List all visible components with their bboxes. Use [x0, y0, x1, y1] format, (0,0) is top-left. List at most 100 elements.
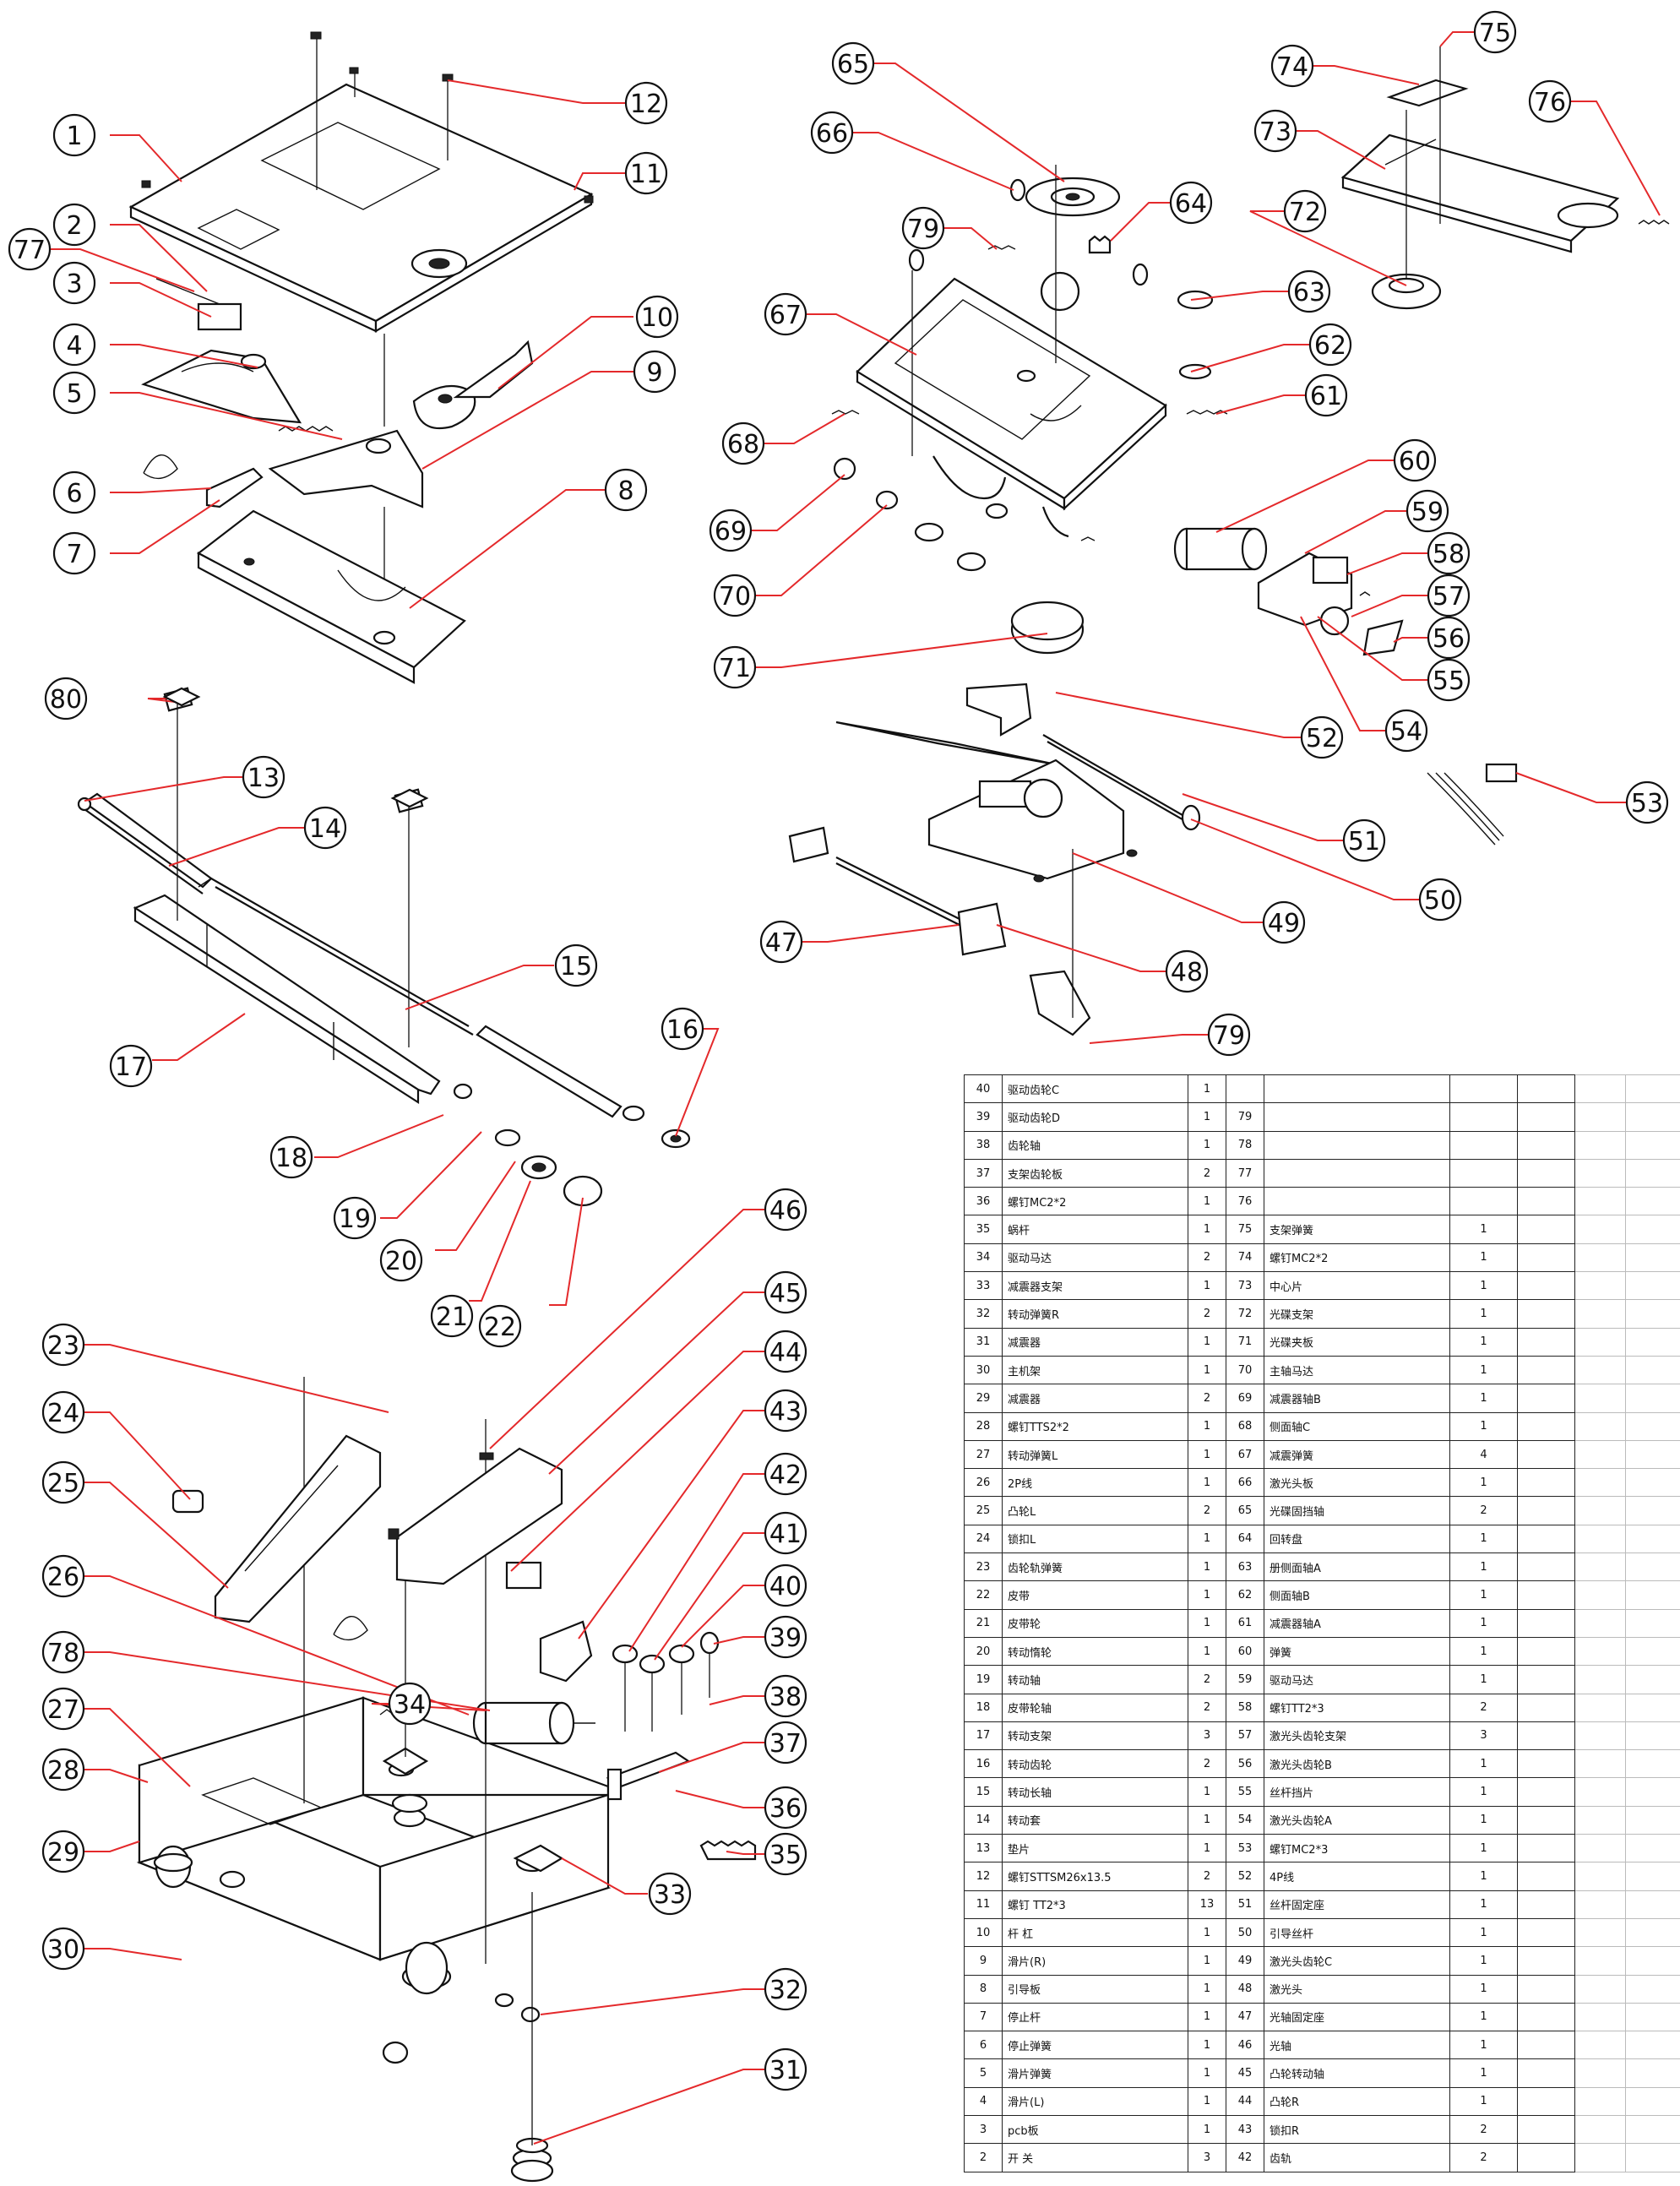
- bom-cell-part-name: 杆 杠: [1002, 1917, 1188, 1948]
- callout-27: 27: [41, 1687, 85, 1731]
- svg-text:17: 17: [115, 1052, 147, 1082]
- bom-cell-qty-2: 1: [1449, 1749, 1518, 1779]
- bom-cell-qty-2: [1449, 1187, 1518, 1216]
- optical-pickup-assembly: [788, 682, 1518, 1036]
- callout-38: 38: [764, 1674, 807, 1718]
- bom-cell-note: [1517, 1102, 1575, 1132]
- svg-text:23: 23: [47, 1331, 79, 1361]
- bom-cell-qty-2: 2: [1449, 1693, 1518, 1722]
- bom-cell-part-name-2: 册侧面轴A: [1264, 1552, 1450, 1582]
- bom-cell-note: [1517, 1721, 1575, 1751]
- bom-cell-item-no: 10: [964, 1917, 1003, 1948]
- callout-64: 64: [1169, 181, 1213, 225]
- bom-cell-blank: [1574, 1721, 1626, 1751]
- bom-cell-part-name: 驱动齿轮C: [1002, 1074, 1188, 1104]
- bom-cell-item-no-2: 58: [1226, 1693, 1264, 1722]
- bom-cell-item-no-2: 54: [1226, 1805, 1264, 1835]
- bom-cell-part-name: 齿轮轨弹簧: [1002, 1552, 1188, 1582]
- svg-text:3: 3: [66, 269, 82, 299]
- bom-cell-qty-2: 1: [1449, 1805, 1518, 1835]
- callouts: 1 2 3 4 5 6 7 8 9 10 11 12 13 14 15 16 1…: [8, 10, 1669, 2091]
- callout-25: 25: [41, 1460, 85, 1504]
- callout-41: 41: [764, 1511, 807, 1555]
- callout-54: 54: [1384, 709, 1428, 753]
- bom-cell-blank: [1625, 1805, 1680, 1835]
- bom-cell-item-no-2: 59: [1226, 1665, 1264, 1694]
- callout-22: 22: [478, 1304, 522, 1348]
- svg-text:11: 11: [630, 160, 662, 189]
- bom-cell-blank: [1625, 1834, 1680, 1863]
- bom-cell-blank: [1574, 1805, 1626, 1835]
- bom-cell-part-name: 停止弹簧: [1002, 2031, 1188, 2060]
- bom-cell-part-name-2: 激光头板: [1264, 1468, 1450, 1498]
- callout-33: 33: [648, 1872, 692, 1916]
- bom-cell-blank: [1574, 2002, 1626, 2032]
- bom-cell-part-name-2: 减震器轴B: [1264, 1384, 1450, 1413]
- bom-cell-item-no-2: 62: [1226, 1580, 1264, 1610]
- bom-cell-qty-2: 1: [1449, 1974, 1518, 2004]
- bom-cell-blank: [1625, 1074, 1680, 1104]
- svg-text:38: 38: [769, 1683, 802, 1712]
- stop-spring-and-lever: [143, 454, 264, 508]
- callout-45: 45: [764, 1270, 807, 1314]
- bom-cell-qty-2: 1: [1449, 1777, 1518, 1807]
- callout-17: 17: [109, 1044, 153, 1088]
- bom-cell-note: [1517, 2002, 1575, 2032]
- bom-cell-blank: [1625, 1946, 1680, 1976]
- bom-cell-part-name: 减震器: [1002, 1384, 1188, 1413]
- callout-19: 19: [333, 1196, 377, 1240]
- bom-cell-note: [1517, 1271, 1575, 1301]
- callout-49: 49: [1262, 900, 1306, 944]
- svg-text:31: 31: [769, 2056, 802, 2085]
- bom-cell-part-name-2: 螺钉MC2*3: [1264, 1834, 1450, 1863]
- svg-text:13: 13: [247, 764, 280, 793]
- bom-cell-item-no: 31: [964, 1327, 1003, 1357]
- callout-70: 70: [713, 574, 757, 617]
- callout-30: 30: [41, 1927, 85, 1971]
- bom-cell-item-no: 29: [964, 1384, 1003, 1413]
- bom-cell-qty-2: [1449, 1158, 1518, 1188]
- bom-cell-qty-2: 1: [1449, 1917, 1518, 1948]
- bom-cell-qty-2: 1: [1449, 1468, 1518, 1498]
- bom-cell-qty: 1: [1188, 1130, 1226, 1160]
- svg-text:63: 63: [1293, 278, 1325, 307]
- svg-text:58: 58: [1433, 540, 1465, 569]
- bom-cell-blank: [1574, 1355, 1626, 1385]
- bom-cell-qty: 1: [1188, 1187, 1226, 1216]
- callout-21: 21: [430, 1294, 474, 1338]
- bom-cell-item-no-2: 42: [1226, 2143, 1264, 2172]
- bom-cell-blank: [1625, 2058, 1680, 2088]
- svg-text:80: 80: [50, 685, 82, 715]
- svg-text:77: 77: [14, 236, 46, 265]
- bom-cell-qty-2: 1: [1449, 2086, 1518, 2116]
- bom-cell-qty: 1: [1188, 1777, 1226, 1807]
- svg-text:27: 27: [47, 1695, 79, 1725]
- callout-60: 60: [1393, 438, 1437, 482]
- bom-cell-blank: [1574, 1299, 1626, 1329]
- callout-72: 72: [1283, 189, 1327, 233]
- bom-cell-qty: 1: [1188, 1834, 1226, 1863]
- svg-text:32: 32: [769, 1976, 802, 2005]
- bom-cell-qty: 1: [1188, 1411, 1226, 1441]
- bom-cell-item-no-2: 69: [1226, 1384, 1264, 1413]
- bom-cell-part-name: 转动惰轮: [1002, 1636, 1188, 1667]
- bom-cell-note: [1517, 1946, 1575, 1976]
- bom-cell-blank: [1574, 1834, 1626, 1863]
- bom-cell-blank: [1574, 2086, 1626, 2116]
- drive-motor-gear-set: [472, 1631, 757, 1861]
- callout-78: 78: [41, 1630, 85, 1674]
- bom-cell-blank: [1574, 1552, 1626, 1582]
- bom-cell-part-name-2: 凸轮R: [1264, 2086, 1450, 2116]
- bom-cell-part-name-2: 光碟支架: [1264, 1299, 1450, 1329]
- callout-47: 47: [759, 920, 803, 964]
- bom-cell-qty: 2: [1188, 1665, 1226, 1694]
- callout-59: 59: [1405, 489, 1449, 533]
- bom-cell-part-name: 齿轮轴: [1002, 1130, 1188, 1160]
